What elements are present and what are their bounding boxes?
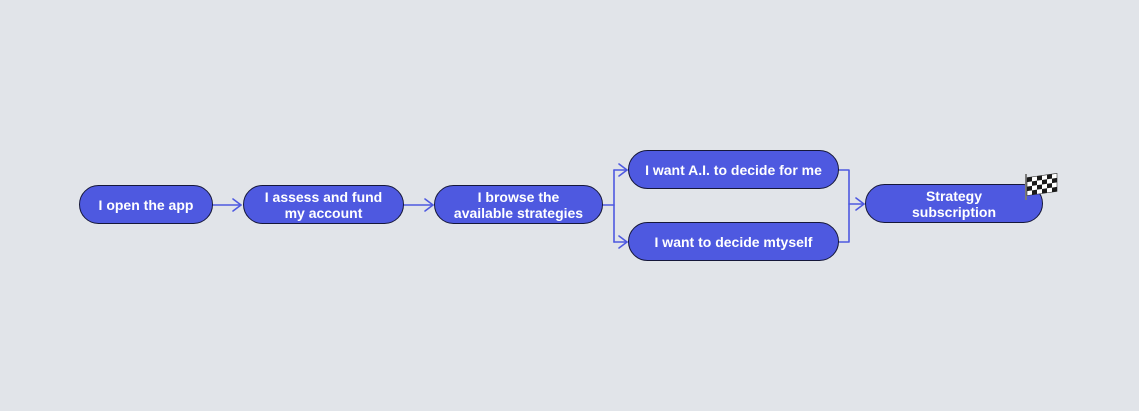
node-self-decide: I want to decide mtyself bbox=[628, 222, 839, 261]
node-label-line2: available strategies bbox=[453, 204, 584, 221]
node-label-line1: Strategy bbox=[925, 187, 982, 204]
arrowhead-self bbox=[618, 235, 628, 249]
arrowhead-assess bbox=[232, 198, 242, 212]
node-label-line2: my account bbox=[284, 204, 363, 221]
node-label-line1: I browse the bbox=[477, 188, 560, 205]
arrowhead-subscription bbox=[855, 197, 865, 211]
node-label-line1: I assess and fund bbox=[264, 188, 383, 205]
arrowhead-browse bbox=[424, 198, 434, 212]
node-label: I want to decide mtyself bbox=[654, 233, 813, 250]
node-label: I open the app bbox=[98, 196, 194, 213]
node-label-line2: subscription bbox=[911, 203, 996, 220]
node-browse-strategies: I browse the available strategies bbox=[434, 185, 603, 224]
node-open-app: I open the app bbox=[79, 185, 213, 224]
edge-ai-to-merge bbox=[837, 169, 850, 243]
checkered-flag-icon bbox=[1025, 173, 1058, 200]
node-label: I want A.I. to decide for me bbox=[645, 161, 822, 178]
arrowhead-ai bbox=[618, 163, 628, 177]
node-ai-decide: I want A.I. to decide for me bbox=[628, 150, 839, 189]
node-assess-fund: I assess and fund my account bbox=[243, 185, 404, 224]
node-strategy-subscription: Strategy subscription bbox=[865, 184, 1043, 223]
